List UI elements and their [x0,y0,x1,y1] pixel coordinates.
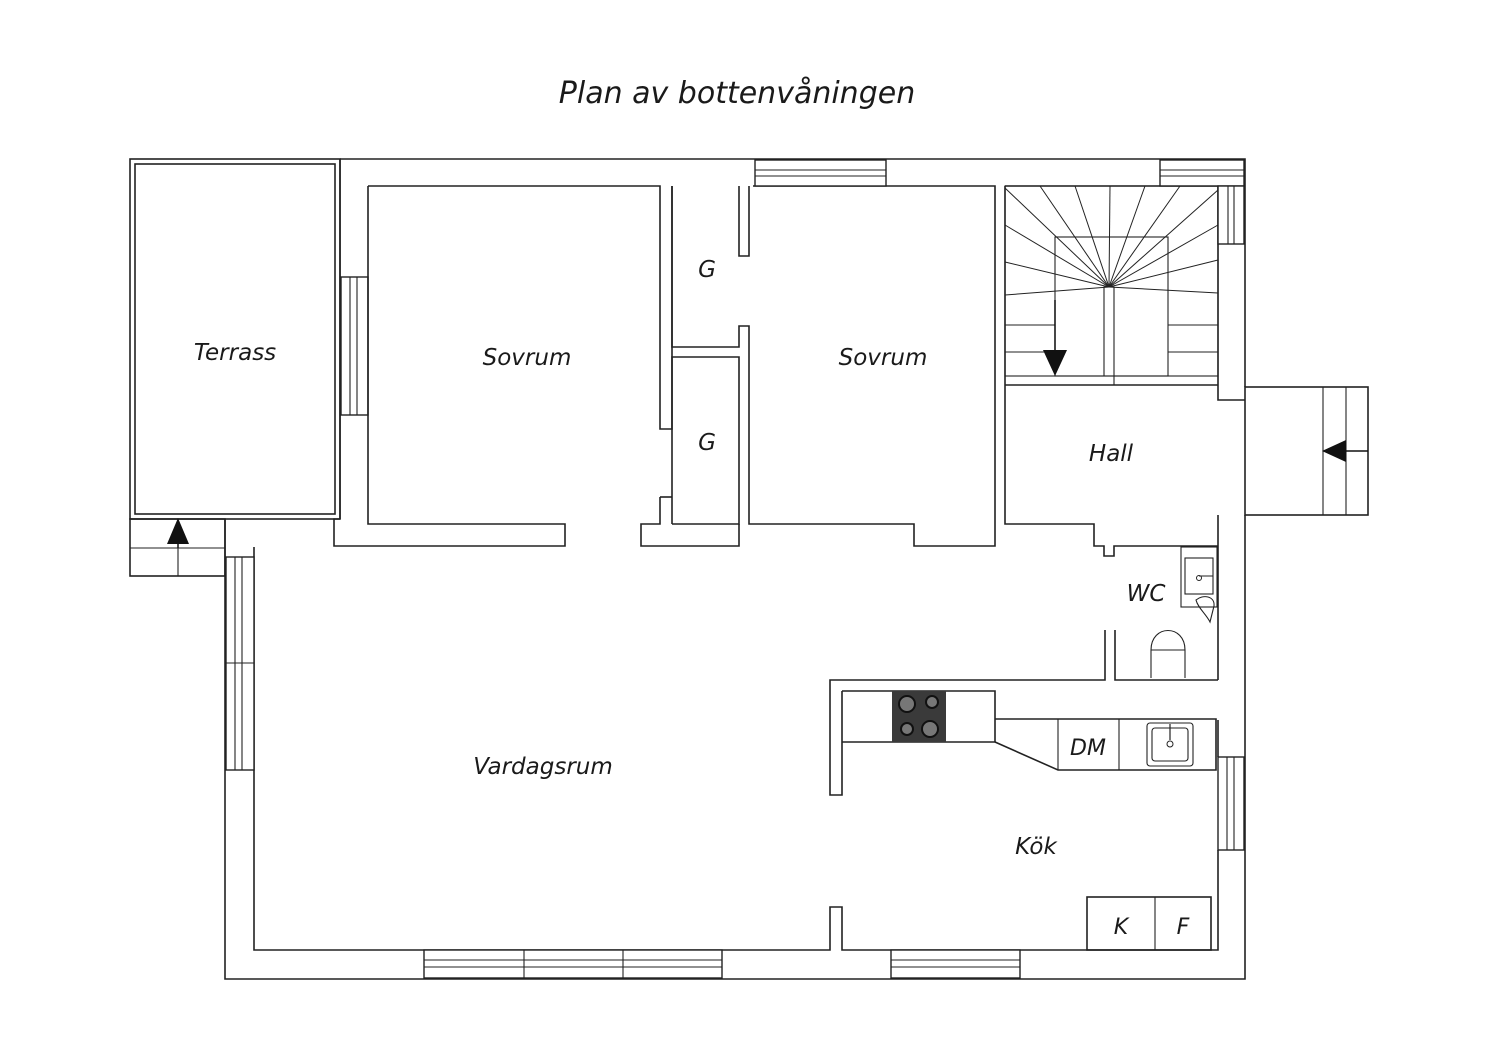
freezer-label: F [1177,915,1190,940]
entrance-steps [1244,386,1369,516]
room-label-bedroom-2: Sovrum [839,345,928,371]
room-label-hall: Hall [1089,441,1134,467]
fridge-label: K [1114,915,1130,940]
stove-icon [892,691,946,742]
terrace [129,158,341,577]
room-label-closet-1: G [698,257,716,283]
sink-icon [1146,722,1194,767]
exterior-walls [224,158,1246,980]
dishwasher-label: DM [1070,736,1106,761]
toilet-icon [1150,629,1186,678]
stairs-icon [1004,185,1219,385]
room-label-wc: WC [1127,581,1166,607]
room-label-bedroom-1: Sovrum [483,345,572,371]
room-label-living-room: Vardagsrum [473,754,613,780]
terrace-entry-arrow-icon [167,518,189,548]
washbasin-icon [1180,546,1218,624]
entry-arrow-icon [1322,440,1368,462]
interior-walls [333,186,1218,796]
room-label-kitchen: Kök [1015,834,1058,860]
windows [225,159,1245,979]
room-label-closet-2: G [698,430,716,456]
plan-title: Plan av bottenvåningen [559,76,915,111]
room-label-terrace: Terrass [194,340,276,366]
fridge-freezer [1086,896,1212,951]
